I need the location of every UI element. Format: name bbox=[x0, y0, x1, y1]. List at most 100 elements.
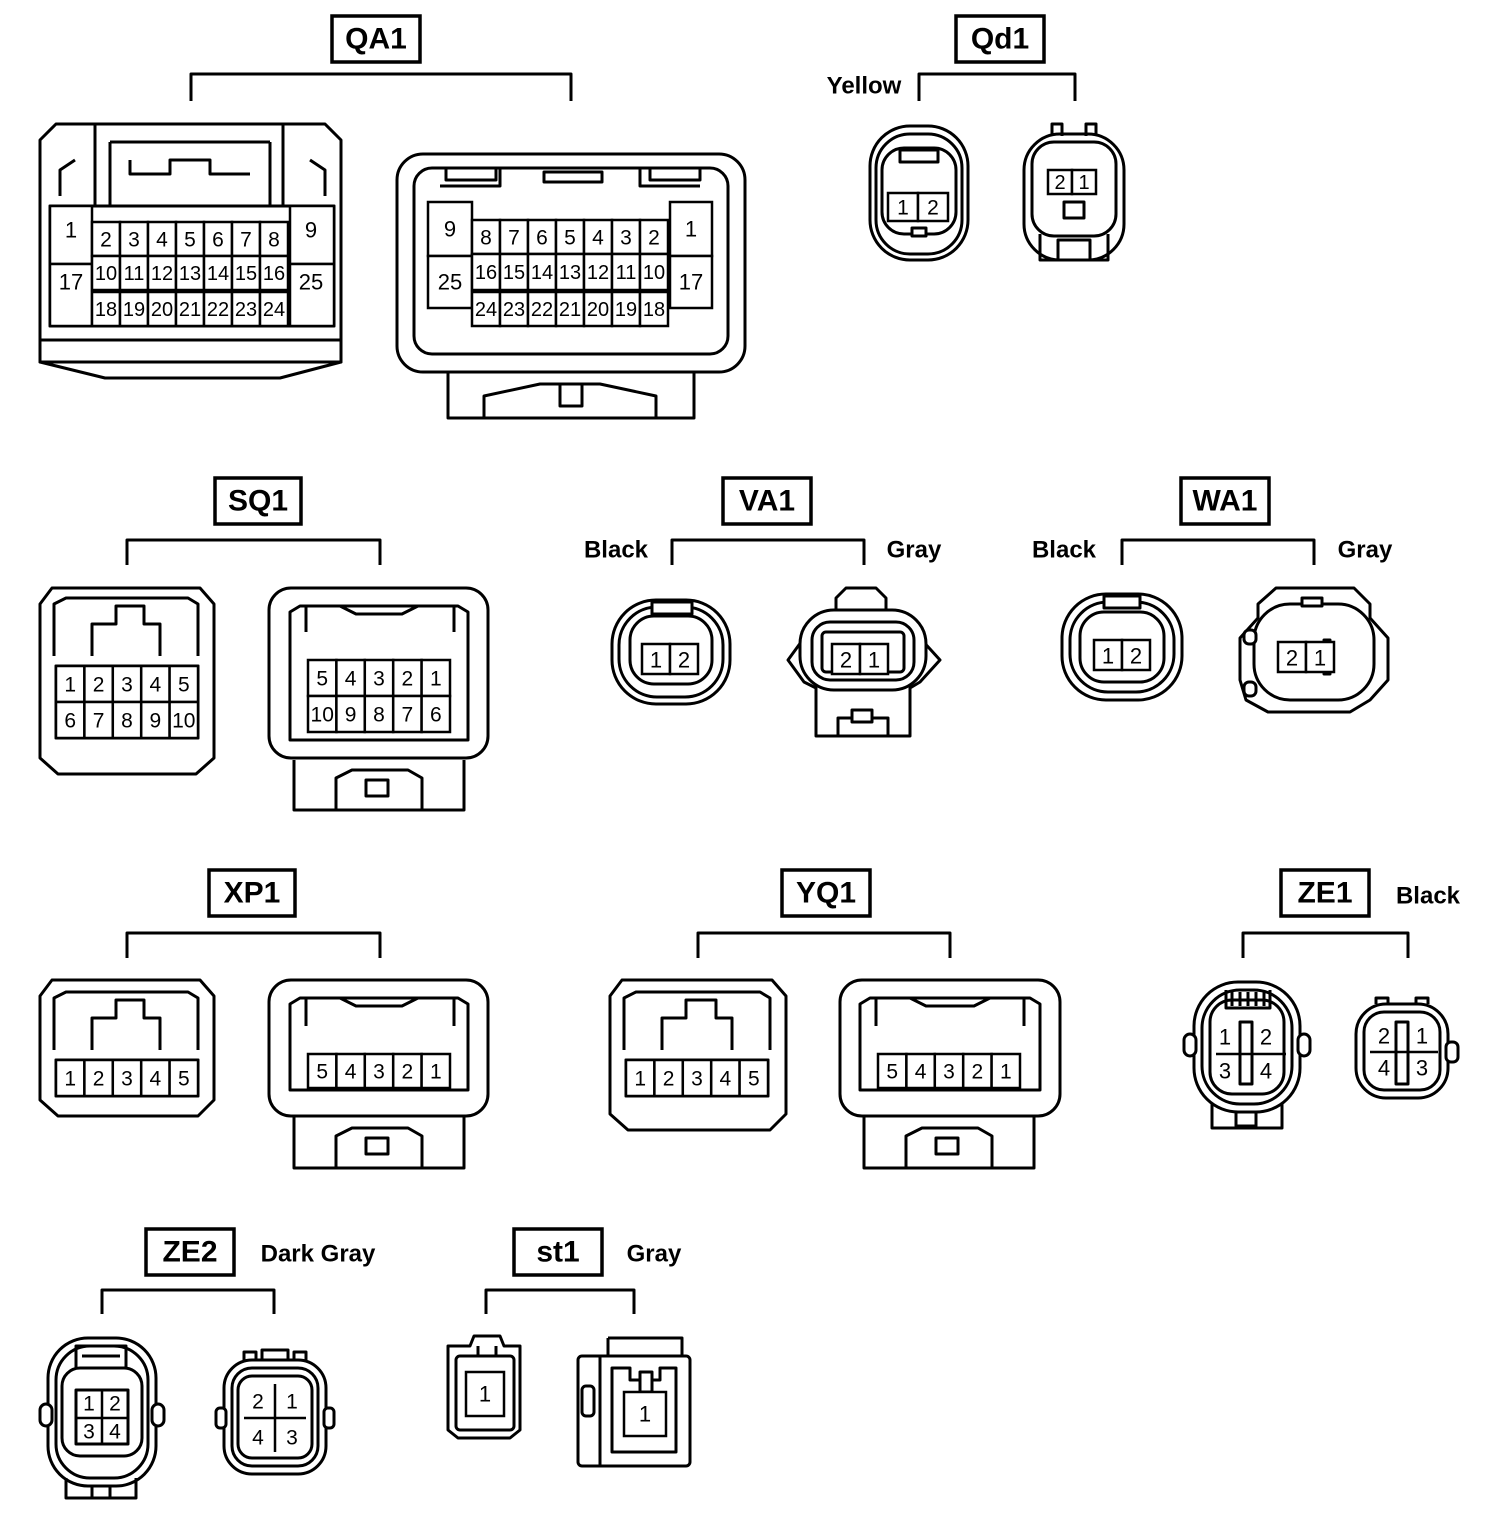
xp1-right-latch-tab bbox=[364, 1136, 390, 1156]
qa1-right-key-right bbox=[648, 166, 702, 182]
sq1-left-cell bbox=[111, 700, 143, 740]
sq1-left-number: 9 bbox=[150, 710, 162, 733]
ze2-left-clip-left bbox=[38, 1402, 54, 1428]
sq1-right-key bbox=[304, 604, 456, 632]
yq1-left-cell bbox=[709, 1058, 741, 1098]
qa1-left-cell bbox=[174, 254, 206, 292]
qd1-right-number: 1 bbox=[1078, 172, 1089, 194]
sq1-right-cell bbox=[363, 694, 395, 734]
qa1-left-number: 25 bbox=[299, 270, 323, 295]
qa1-label: QA1 bbox=[345, 23, 407, 56]
wa1-left-number: 2 bbox=[1130, 644, 1142, 669]
qa1-left-number: 13 bbox=[179, 263, 201, 285]
ze1-color: Black bbox=[1396, 883, 1461, 910]
sq1-right-number: 10 bbox=[311, 704, 334, 727]
sq1-right-number: 2 bbox=[402, 668, 414, 691]
qa1-right-cell bbox=[426, 254, 474, 310]
qa1-right-number: 21 bbox=[559, 299, 581, 321]
wa1-right-clip-left bbox=[1242, 628, 1258, 646]
qa1-right-cell bbox=[638, 252, 670, 292]
wa1-right-number: 2 bbox=[1286, 646, 1298, 671]
qa1-right-number: 20 bbox=[587, 299, 609, 321]
sq1-right-base bbox=[292, 760, 466, 812]
sq1-right-cell bbox=[306, 694, 338, 734]
qd1-left-number: 1 bbox=[897, 197, 909, 220]
va1-right-latch-tab bbox=[850, 708, 874, 724]
va1-bracket bbox=[670, 538, 866, 565]
qa1-right-number: 13 bbox=[559, 262, 581, 284]
qa1-left-cell bbox=[230, 254, 262, 292]
va1-left-lock bbox=[650, 600, 694, 616]
yq1-label-box bbox=[780, 868, 872, 918]
wa1-right-cell bbox=[1276, 640, 1308, 674]
sq1-right-inner bbox=[288, 604, 470, 742]
ze2-left-number: 1 bbox=[83, 1393, 95, 1416]
sq1-left-inner bbox=[52, 596, 200, 656]
qa1-right-ribs bbox=[440, 168, 700, 188]
ze2-color: Dark Gray bbox=[261, 1241, 376, 1268]
ze1-label: ZE1 bbox=[1297, 877, 1352, 910]
qa1-right-cell bbox=[638, 290, 670, 328]
xp1-right-number: 4 bbox=[345, 1061, 357, 1084]
ze2-label-box bbox=[144, 1227, 236, 1277]
xp1-bracket bbox=[125, 931, 382, 958]
qa1-right-key-center bbox=[542, 170, 604, 184]
qd1-right-number: 2 bbox=[1054, 172, 1065, 194]
st1-right-inner bbox=[610, 1366, 678, 1454]
qa1-right-number: 5 bbox=[564, 227, 576, 250]
wa1-right-housing bbox=[1238, 586, 1390, 714]
sq1-left-cell bbox=[83, 700, 115, 740]
st1-left-housing bbox=[446, 1334, 522, 1440]
ze1-left-number: 2 bbox=[1260, 1025, 1272, 1050]
sq1-left-number: 2 bbox=[93, 674, 105, 697]
qa1-left-number: 20 bbox=[151, 299, 173, 321]
qa1-left-number: 12 bbox=[151, 263, 173, 285]
qa1-right-number: 15 bbox=[503, 262, 525, 284]
qa1-left-number: 6 bbox=[212, 229, 224, 252]
xp1-right-cell bbox=[363, 1052, 395, 1090]
yq1-right-housing bbox=[838, 978, 1062, 1118]
qa1-right-number: 19 bbox=[615, 299, 637, 321]
qa1-left-ribs bbox=[58, 158, 327, 196]
qd1-left-cell bbox=[916, 191, 950, 223]
ze1-left-lock bbox=[1224, 990, 1272, 1010]
xp1-right-number: 5 bbox=[316, 1061, 328, 1084]
xp1-label: XP1 bbox=[224, 877, 281, 910]
ze2-left-number: 3 bbox=[83, 1421, 95, 1444]
sq1-right-number: 9 bbox=[345, 704, 357, 727]
sq1-left-number: 3 bbox=[121, 674, 133, 697]
yq1-right-cell bbox=[990, 1052, 1022, 1090]
qa1-left-cell bbox=[258, 254, 290, 292]
ze1-bracket bbox=[1241, 931, 1410, 958]
xp1-right-base bbox=[292, 1116, 466, 1170]
qd1-right-cell bbox=[1070, 168, 1098, 196]
qa1-left-number: 15 bbox=[235, 263, 257, 285]
xp1-left-latch bbox=[90, 998, 162, 1050]
qa1-right-number: 8 bbox=[480, 227, 492, 250]
qa1-left-cell bbox=[288, 262, 336, 328]
qd1-label-box bbox=[954, 14, 1046, 64]
va1-right-number: 1 bbox=[868, 648, 880, 673]
ze2-left-number: 2 bbox=[109, 1393, 121, 1416]
va1-left-cell bbox=[668, 642, 700, 676]
st1-right-spring bbox=[638, 1370, 654, 1394]
ze2-right-number: 1 bbox=[286, 1391, 298, 1414]
va1-right-cell bbox=[858, 642, 890, 676]
qa1-right-cell bbox=[610, 252, 642, 292]
qa1-label-box bbox=[330, 14, 422, 64]
qa1-right-number: 3 bbox=[620, 227, 632, 250]
wa1-bracket bbox=[1120, 538, 1316, 565]
va1-left-number: 1 bbox=[650, 648, 662, 673]
yq1-right-number: 3 bbox=[943, 1061, 955, 1084]
va1-color-right: Gray bbox=[887, 537, 942, 564]
wa1-label: WA1 bbox=[1192, 485, 1257, 518]
st1-right-top bbox=[598, 1336, 684, 1466]
xp1-right-cell bbox=[420, 1052, 452, 1090]
ze2-right-number: 2 bbox=[252, 1391, 264, 1414]
qa1-right-number: 18 bbox=[643, 299, 665, 321]
yq1-left-number: 1 bbox=[634, 1068, 646, 1091]
qa1-right-number: 6 bbox=[536, 227, 548, 250]
sq1-left-housing bbox=[38, 586, 216, 776]
yq1-left-number: 2 bbox=[663, 1068, 675, 1091]
